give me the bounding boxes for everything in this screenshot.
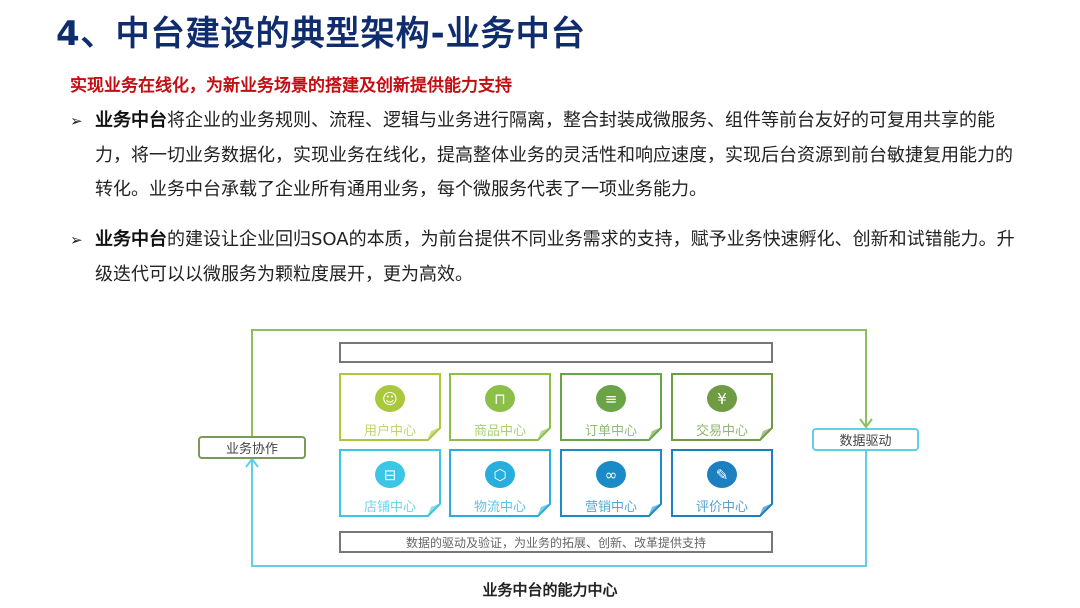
- page-fold-icon: [648, 503, 662, 517]
- bullet-bold: 业务中台: [95, 229, 167, 250]
- grid-icon: ∞: [596, 461, 626, 488]
- bottom-bar: 数据的驱动及验证，为业务的拓展、创新、改革提供支持: [339, 531, 773, 553]
- card-label: 评价中心: [695, 500, 748, 515]
- capability-card: ✎ 评价中心: [671, 449, 773, 517]
- capability-card: ∞ 营销中心: [560, 449, 662, 517]
- card-label: 物流中心: [473, 500, 526, 515]
- capability-card: ¥ 交易中心: [671, 373, 773, 441]
- shopping-bag-icon: ⊓: [485, 385, 515, 412]
- money-bag-icon: ¥: [707, 385, 737, 412]
- page-fold-icon: [759, 503, 773, 517]
- bullet-1: ➢ 业务中台将企业的业务规则、流程、逻辑与业务进行隔离，整合封装成微服务、组件等…: [70, 104, 1030, 208]
- data-driven-tag: 数据驱动: [812, 428, 919, 451]
- blue-flow-line: [251, 450, 867, 567]
- card-label: 交易中心: [695, 424, 748, 439]
- bullet-2: ➢ 业务中台的建设让企业回归SOA的本质，为前台提供不同业务需求的支持，赋予业务…: [70, 223, 1030, 292]
- bullet-text: 的建设让企业回归SOA的本质，为前台提供不同业务需求的支持，赋予业务快速孵化、创…: [95, 229, 1015, 285]
- page-fold-icon: [427, 427, 441, 441]
- page-fold-icon: [537, 503, 551, 517]
- arrow-bullet-icon: ➢: [70, 112, 83, 130]
- card-label: 店铺中心: [363, 500, 416, 515]
- slide-subtitle: 实现业务在线化，为新业务场景的搭建及创新提供能力支持: [70, 76, 512, 96]
- capability-card: ☺ 用户中心: [339, 373, 441, 441]
- card-label: 商品中心: [473, 424, 526, 439]
- capability-card: ⬡ 物流中心: [449, 449, 551, 517]
- bullet-text: 将企业的业务规则、流程、逻辑与业务进行隔离，整合封装成微服务、组件等前台友好的可…: [95, 110, 1013, 200]
- page-fold-icon: [427, 503, 441, 517]
- green-flow-line: [251, 329, 867, 436]
- green-arrow-head: [859, 418, 873, 429]
- edit-icon: ✎: [707, 461, 737, 488]
- page-fold-icon: [648, 427, 662, 441]
- blue-arrow-head: [245, 457, 259, 468]
- store-icon: ⊟: [375, 461, 405, 488]
- clipboard-icon: ≡: [596, 385, 626, 412]
- card-label: 用户中心: [363, 424, 416, 439]
- slide-title: 4、中台建设的典型架构-业务中台: [56, 14, 586, 54]
- card-label: 营销中心: [584, 500, 637, 515]
- business-collaboration-tag: 业务协作: [198, 436, 306, 459]
- card-label: 订单中心: [584, 424, 637, 439]
- capability-card: ⊟ 店铺中心: [339, 449, 441, 517]
- capability-card: ⊓ 商品中心: [449, 373, 551, 441]
- capability-card: ≡ 订单中心: [560, 373, 662, 441]
- package-icon: ⬡: [485, 461, 515, 488]
- arrow-bullet-icon: ➢: [70, 231, 83, 249]
- top-bar: [339, 342, 773, 363]
- page-fold-icon: [537, 427, 551, 441]
- page-fold-icon: [759, 427, 773, 441]
- diagram-caption: 业务中台的能力中心: [482, 581, 618, 599]
- user-icon: ☺: [375, 385, 405, 412]
- bullet-bold: 业务中台: [95, 110, 167, 131]
